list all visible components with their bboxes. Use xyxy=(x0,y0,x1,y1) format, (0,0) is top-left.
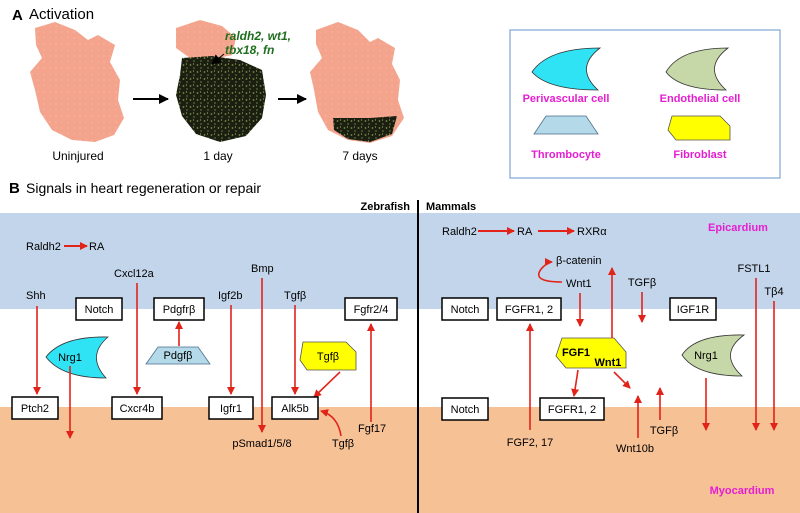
zf-cxcr4b-box xyxy=(111,396,163,420)
mm-notch-bottom-box xyxy=(441,397,489,421)
day1-heart-activated xyxy=(176,56,266,142)
mm-ra: RA xyxy=(517,226,533,238)
myocardium-band xyxy=(0,407,800,513)
perivascular-cell-icon xyxy=(531,47,602,91)
zf-psmad: pSmad1/5/8 xyxy=(232,438,291,450)
myocardium-label: Myocardium xyxy=(710,485,775,497)
zf-fgfr24: Fgfr2/4 xyxy=(354,304,389,316)
zf-nrg1: Nrg1 xyxy=(58,352,82,364)
mm-notch-bottom: Notch xyxy=(451,404,480,416)
uninjured-heart xyxy=(30,22,124,142)
zf-igfr1-box xyxy=(208,396,254,420)
zf-bmp: Bmp xyxy=(251,263,274,275)
mm-endothelial-icon xyxy=(681,334,746,377)
zf-notch-box xyxy=(75,297,123,321)
mm-tgfb-top: TGFβ xyxy=(628,277,656,289)
legend-perivascular: Perivascular cell xyxy=(523,93,610,105)
zf-igf2b: Igf2b xyxy=(218,290,242,302)
mammals-title: Mammals xyxy=(426,201,476,213)
mm-wnt1-top: Wnt1 xyxy=(566,278,592,290)
mm-notch-top: Notch xyxy=(451,304,480,316)
zf-alk5b: Alk5b xyxy=(281,403,309,415)
mm-bcatenin: β-catenin xyxy=(556,255,601,267)
mm-rxra: RXRα xyxy=(577,226,607,238)
zf-shh: Shh xyxy=(26,290,46,302)
mm-tb4: Tβ4 xyxy=(764,286,783,298)
mm-fgfr12-top: FGFR1, 2 xyxy=(505,304,553,316)
mm-fibroblast-icon xyxy=(555,337,627,369)
zf-ptch2: Ptch2 xyxy=(21,403,49,415)
thrombocyte-icon xyxy=(533,115,599,135)
day1-heart-top xyxy=(176,20,236,60)
stage-label-uninjured: Uninjured xyxy=(52,149,103,163)
mm-igf1r: IGF1R xyxy=(677,304,709,316)
zf-tgfb-fib: Tgfβ xyxy=(317,351,339,363)
zf-cxcl12a: Cxcl12a xyxy=(114,268,155,280)
zf-notch: Notch xyxy=(85,304,114,316)
mm-fgfr12-bottom-box xyxy=(539,397,605,421)
mm-tgfb-bottom: TGFβ xyxy=(650,425,678,437)
zf-pdgfrb: Pdgfrβ xyxy=(163,304,196,316)
zf-nrg1-cell-icon xyxy=(45,336,110,379)
endothelial-cell-icon xyxy=(665,47,730,91)
panel-a: A Activation Uninjured raldh2, wt1, tbx1… xyxy=(12,6,404,163)
epicardium-band xyxy=(0,213,800,309)
mm-fgf217: FGF2, 17 xyxy=(507,437,553,449)
mm-nrg1: Nrg1 xyxy=(694,350,718,362)
mm-fstl1: FSTL1 xyxy=(737,263,770,275)
gene-list-line-2: tbx18, fn xyxy=(225,43,274,57)
panel-b-letter: B xyxy=(9,180,20,197)
day7-heart xyxy=(310,22,404,143)
panel-b-title: Signals in heart regeneration or repair xyxy=(26,180,261,196)
stage-label-7-days: 7 days xyxy=(342,149,377,163)
mm-wnt10b: Wnt10b xyxy=(616,443,654,455)
legend-endothelial: Endothelial cell xyxy=(660,93,741,105)
zf-cxcr4b: Cxcr4b xyxy=(120,403,155,415)
mm-wnt1-loop-arrow xyxy=(537,258,563,283)
gene-pointer-arrow xyxy=(211,53,225,65)
zf-tgfb-bottom: Tgfβ xyxy=(332,438,354,450)
mm-fgf1: FGF1 xyxy=(562,347,590,359)
mammal-pathways: Raldh2 RA RXRα β-catenin Wnt1 TGFβ FSTL1… xyxy=(441,226,784,455)
legend-fibroblast: Fibroblast xyxy=(673,149,727,161)
zf-raldh2: Raldh2 xyxy=(26,241,61,253)
mm-notch-top-box xyxy=(441,297,489,321)
zf-tgfb-top: Tgfβ xyxy=(284,290,306,302)
zebrafish-title: Zebrafish xyxy=(360,201,410,213)
zf-fgf17: Fgf17 xyxy=(358,423,386,435)
zf-alk5b-box xyxy=(271,396,319,420)
zebrafish-pathways: Raldh2 RA Shh Cxcl12a Igf2b Bmp Tgfβ Not… xyxy=(11,241,398,450)
mm-wnt1-fib: Wnt1 xyxy=(595,357,622,369)
epicardium-label: Epicardium xyxy=(708,222,768,234)
cell-legend: Perivascular cell Endothelial cell Throm… xyxy=(509,29,781,179)
middle-band xyxy=(0,309,800,407)
zf-fibroblast-arrow xyxy=(313,371,341,398)
zf-pdgfrb-box xyxy=(153,297,205,321)
mm-fib-down-arrow xyxy=(613,371,631,389)
zf-pdgfb: Pdgfβ xyxy=(164,350,193,362)
fibroblast-icon xyxy=(667,115,731,141)
day7-heart-cap xyxy=(333,116,397,142)
mm-raldh2: Raldh2 xyxy=(442,226,477,238)
mm-fib-to-fgfr-arrow xyxy=(571,369,580,397)
zf-tgfb-bottom-arrow xyxy=(320,409,342,437)
panel-a-letter: A xyxy=(12,7,23,24)
gene-list-line-1: raldh2, wt1, xyxy=(225,29,291,43)
legend-thrombocyte: Thrombocyte xyxy=(531,149,601,161)
mm-fgfr12-bottom: FGFR1, 2 xyxy=(548,404,596,416)
panel-b: B Signals in heart regeneration or repai… xyxy=(0,180,800,513)
zf-igfr1: Igfr1 xyxy=(220,403,242,415)
mm-fgfr12-top-box xyxy=(496,297,562,321)
zf-thrombocyte-icon xyxy=(145,346,211,365)
zf-fibroblast-icon xyxy=(299,341,357,371)
zf-ptch2-box xyxy=(11,396,59,420)
stage-label-1-day: 1 day xyxy=(203,149,232,163)
zf-fgfr24-box xyxy=(344,297,398,321)
mm-igf1r-box xyxy=(669,297,717,321)
panel-a-title: Activation xyxy=(29,6,94,23)
zf-ra: RA xyxy=(89,241,105,253)
